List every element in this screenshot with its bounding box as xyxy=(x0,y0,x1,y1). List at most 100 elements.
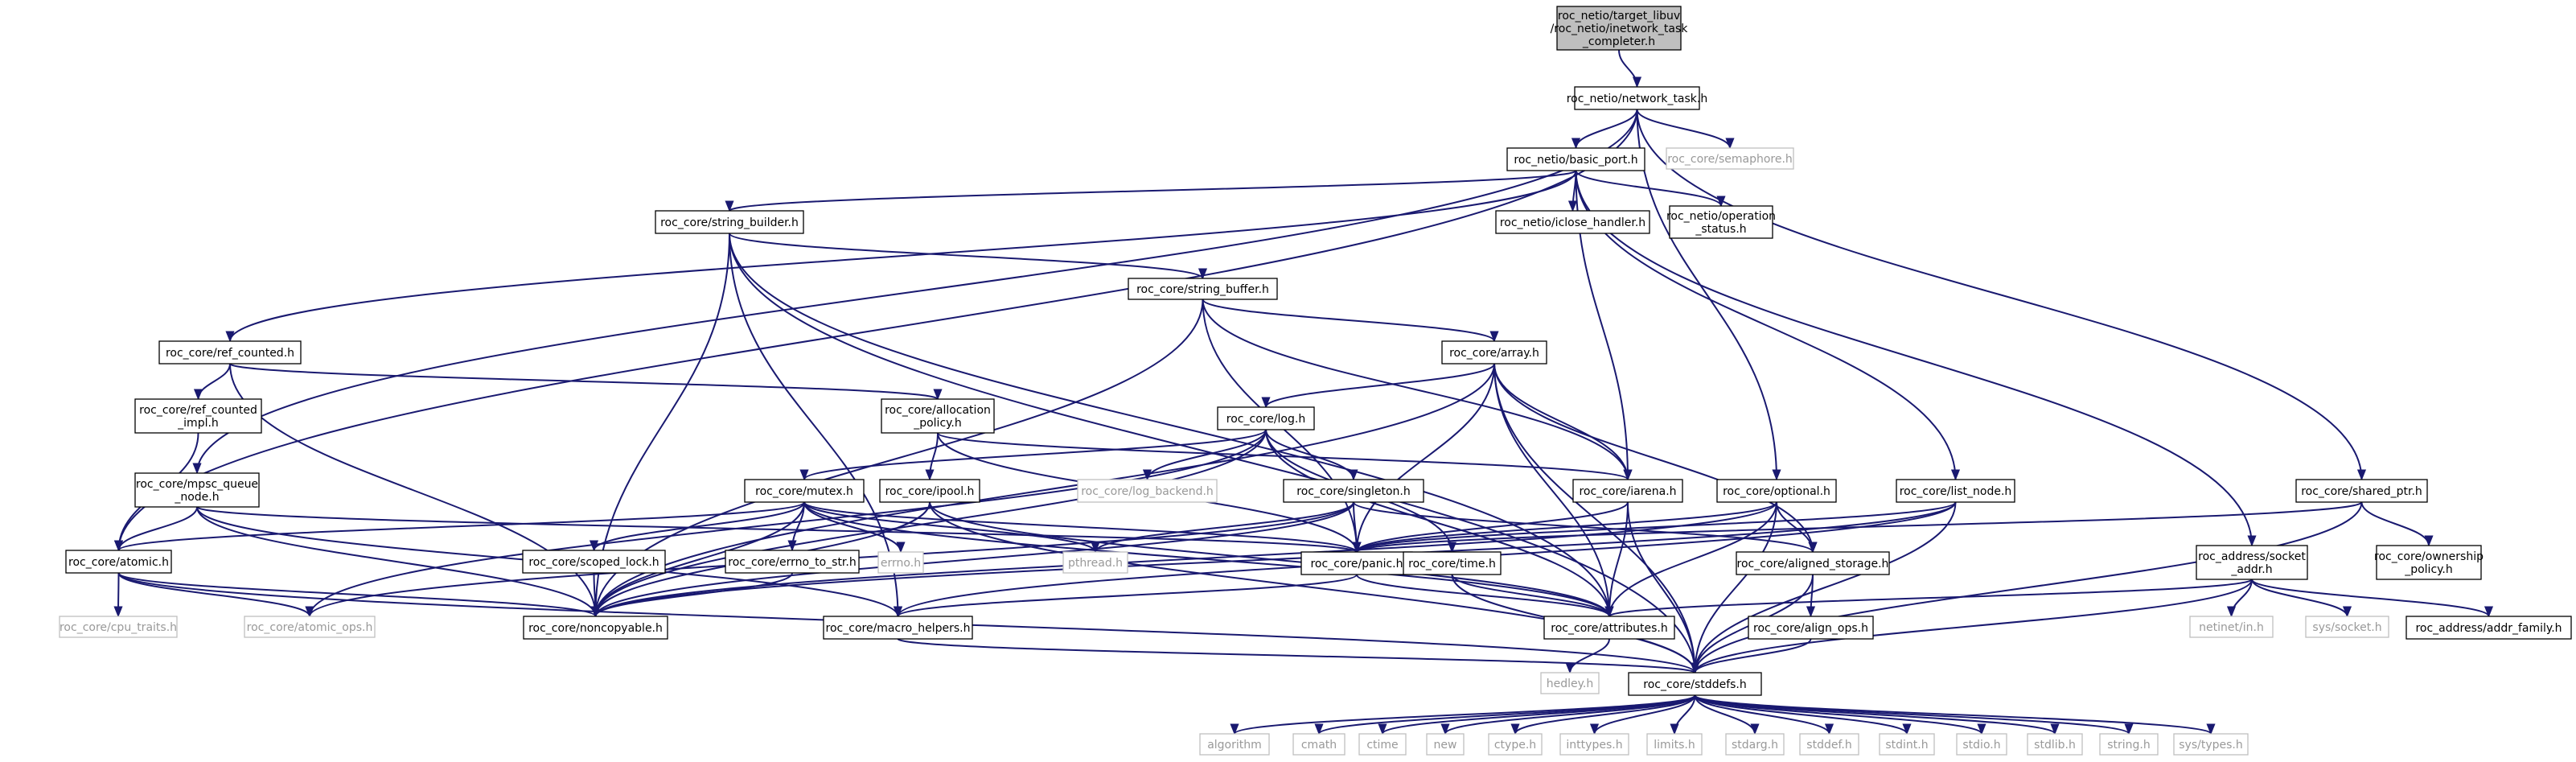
node-limits: limits.h xyxy=(1646,733,1703,756)
node-basic-port[interactable]: roc_netio/basic_port.h xyxy=(1506,147,1645,171)
node-box xyxy=(1495,210,1650,234)
node-box xyxy=(1559,733,1629,756)
node-label: _policy.h xyxy=(913,417,962,430)
edge-log-to-singleton xyxy=(1265,429,1358,481)
node-allocation-policy[interactable]: roc_core/allocation_policy.h xyxy=(881,398,995,434)
node-addr-family[interactable]: roc_address/addr_family.h xyxy=(2405,616,2572,640)
node-string-builder[interactable]: roc_core/string_builder.h xyxy=(655,210,804,234)
edge-atomic-to-noncopyable xyxy=(117,572,600,618)
node-box xyxy=(823,616,973,640)
edge-allocation_policy-to-ipool xyxy=(925,432,939,481)
node-box xyxy=(158,340,302,365)
node-box xyxy=(65,550,172,574)
node-scoped-lock[interactable]: roc_core/scoped_lock.h xyxy=(522,550,666,574)
node-network-task[interactable]: roc_netio/network_task.h xyxy=(1567,86,1708,110)
node-box xyxy=(1128,278,1278,300)
edge-stddefs-to-limits xyxy=(1670,694,1696,735)
node-ref-counted[interactable]: roc_core/ref_counted.h xyxy=(158,340,302,365)
edge-mutex-to-panic xyxy=(803,501,1362,554)
node-label: _impl.h xyxy=(177,417,219,430)
node-box xyxy=(2376,545,2482,580)
node-box xyxy=(244,616,376,638)
node-label: roc_core/allocation xyxy=(885,404,991,417)
edge-macro_helpers-to-stddefs xyxy=(897,638,1699,674)
node-ref-counted-impl[interactable]: roc_core/ref_counted_impl.h xyxy=(134,398,262,434)
edge-shared_ptr-to-ownership_policy xyxy=(2360,501,2434,547)
node-stdio: stdio.h xyxy=(1956,733,2007,756)
node-errno-to-str[interactable]: roc_core/errno_to_str.h xyxy=(725,550,860,574)
node-box xyxy=(1358,733,1407,756)
node-cmath: cmath xyxy=(1292,733,1346,756)
edge-string_buffer-to-iarena xyxy=(1202,299,1633,481)
node-box xyxy=(879,479,980,503)
node-box xyxy=(1292,733,1346,756)
edge-stddefs-to-cmath xyxy=(1314,694,1696,735)
node-box xyxy=(1217,406,1315,430)
node-label: ctype.h xyxy=(1494,739,1536,752)
node-label: roc_core/atomic.h xyxy=(68,556,169,569)
node-label: stdio.h xyxy=(1962,739,2000,752)
node-label: roc_core/ownership xyxy=(2374,550,2484,563)
edge-atomic-to-cpu_traits xyxy=(113,572,123,618)
edge-mpsc_queue_node-to-noncopyable xyxy=(196,506,600,618)
node-box xyxy=(2295,479,2428,503)
node-box xyxy=(2099,733,2159,756)
node-label: /roc_netio/inetwork_task xyxy=(1551,23,1689,35)
node-box xyxy=(134,398,262,434)
node-iarena[interactable]: roc_core/iarena.h xyxy=(1572,479,1683,503)
node-label: roc_core/ref_counted xyxy=(139,404,257,417)
node-netinet-in: netinet/in.h xyxy=(2189,616,2274,638)
node-label: roc_core/macro_helpers.h xyxy=(826,622,971,635)
node-shared-ptr[interactable]: roc_core/shared_ptr.h xyxy=(2295,479,2428,503)
node-log[interactable]: roc_core/log.h xyxy=(1217,406,1315,430)
edge-mutex-to-atomic xyxy=(114,501,805,552)
node-label: _completer.h xyxy=(1582,35,1655,48)
node-label: _status.h xyxy=(1695,223,1746,236)
node-aligned-storage[interactable]: roc_core/aligned_storage.h xyxy=(1736,551,1890,575)
node-box xyxy=(2196,545,2308,580)
node-box xyxy=(1543,616,1675,640)
node-stddef: stddef.h xyxy=(1799,733,1859,756)
edge-iarena-to-panic xyxy=(1352,501,1629,554)
edge-network_task-to-optional xyxy=(1636,109,1781,481)
edge-panic-to-attributes xyxy=(1356,574,1614,618)
node-panic[interactable]: roc_core/panic.h xyxy=(1300,551,1413,575)
node-optional[interactable]: roc_core/optional.h xyxy=(1716,479,1837,503)
dependency-edges xyxy=(113,49,2493,735)
node-singleton[interactable]: roc_core/singleton.h xyxy=(1283,479,1424,503)
node-array[interactable]: roc_core/array.h xyxy=(1441,340,1547,365)
edge-iarena-to-attributes xyxy=(1604,501,1629,618)
node-label: sys/types.h xyxy=(2179,739,2242,752)
node-label: roc_netio/basic_port.h xyxy=(1514,154,1637,167)
node-align-ops[interactable]: roc_core/align_ops.h xyxy=(1748,616,1874,640)
node-macro-helpers[interactable]: roc_core/macro_helpers.h xyxy=(823,616,973,640)
node-mpsc-queue-node[interactable]: roc_core/mpsc_queue_node.h xyxy=(134,472,260,508)
node-box xyxy=(1669,205,1773,239)
node-stddefs[interactable]: roc_core/stddefs.h xyxy=(1628,672,1762,696)
node-mutex[interactable]: roc_core/mutex.h xyxy=(744,479,865,503)
node-list-node[interactable]: roc_core/list_node.h xyxy=(1896,479,2015,503)
node-time[interactable]: roc_core/time.h xyxy=(1403,551,1502,575)
node-noncopyable[interactable]: roc_core/noncopyable.h xyxy=(523,616,668,640)
node-box xyxy=(1748,616,1874,640)
node-string-buffer[interactable]: roc_core/string_buffer.h xyxy=(1128,278,1278,300)
node-attributes[interactable]: roc_core/attributes.h xyxy=(1543,616,1675,640)
node-cpu-traits: roc_core/cpu_traits.h xyxy=(59,616,178,638)
node-string: string.h xyxy=(2099,733,2159,756)
node-label: _node.h xyxy=(174,491,219,504)
edge-network_task-to-basic_port xyxy=(1571,109,1638,150)
node-label: roc_address/socket xyxy=(2198,550,2306,563)
edge-mutex-to-scoped_lock xyxy=(590,501,805,552)
node-atomic[interactable]: roc_core/atomic.h xyxy=(65,550,172,574)
node-label: hedley.h xyxy=(1547,678,1594,690)
node-label: roc_core/log_backend.h xyxy=(1081,485,1214,498)
node-operation-status[interactable]: roc_netio/operation_status.h xyxy=(1666,205,1776,239)
node-socket-addr[interactable]: roc_address/socket_addr.h xyxy=(2196,545,2308,580)
node-box xyxy=(881,398,995,434)
node-label: roc_core/iarena.h xyxy=(1579,485,1676,498)
node-ownership-policy[interactable]: roc_core/ownership_policy.h xyxy=(2374,545,2484,580)
node-box xyxy=(1736,551,1890,575)
node-iclose-handler[interactable]: roc_netio/iclose_handler.h xyxy=(1495,210,1650,234)
node-root[interactable]: roc_netio/target_libuv/roc_netio/inetwor… xyxy=(1551,6,1689,51)
node-ipool[interactable]: roc_core/ipool.h xyxy=(879,479,980,503)
